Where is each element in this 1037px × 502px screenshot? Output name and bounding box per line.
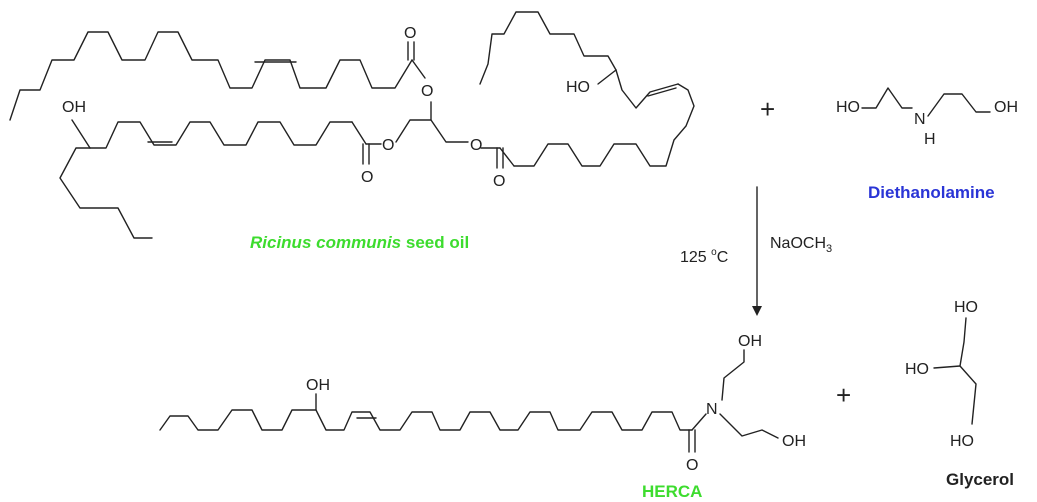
left-ester-carbonyl-o: O: [361, 169, 373, 186]
right-ester-c-chain: [499, 147, 515, 167]
dea-n: N: [914, 111, 926, 128]
right-chain-alkene-segment: [615, 69, 679, 109]
left-ester-c-chain: [351, 121, 367, 145]
right-chain-c-oh: [597, 69, 617, 85]
middle-chain-c-oh: [71, 119, 91, 149]
seed-oil-label: Ricinus communis seed oil: [250, 233, 469, 252]
top-ester-o: O: [421, 83, 433, 100]
glycerol-structure: HO HO HO Glycerol: [905, 299, 1014, 489]
right-chain-oh: HO: [566, 79, 590, 96]
glycerol-label: Glycerol: [946, 470, 1014, 489]
left-ester-o: O: [382, 137, 394, 154]
triglyceride-structure: O O O O O OH O HO: [9, 11, 695, 252]
herca-upper-oh: OH: [738, 333, 762, 350]
herca-n: N: [706, 401, 718, 418]
temperature-label: 125 oC: [680, 247, 728, 266]
dea-right-arm: [927, 93, 991, 117]
diethanolamine-structure: HO N H OH Diethanolamine: [836, 87, 1018, 202]
temperature-unit: C: [717, 249, 729, 266]
top-ester-carbonyl-o: O: [404, 25, 416, 42]
right-chain-alkene-second-line: [647, 87, 677, 97]
herca-c-n: [691, 413, 707, 431]
dea-left-arm: [861, 87, 913, 109]
right-ester-o: O: [470, 137, 482, 154]
catalyst-subscript: 3: [826, 243, 832, 255]
temperature-degree: o: [711, 247, 717, 258]
middle-acyl-chain: [89, 121, 353, 149]
herca-lower-oh: OH: [782, 433, 806, 450]
glycerol-top-ho: HO: [954, 299, 978, 316]
herca-lower-hydroxyethyl: [719, 413, 779, 439]
glycerol-middle-ho: HO: [905, 361, 929, 378]
seed-oil-label-rest: seed oil: [401, 233, 469, 252]
catalyst-label: NaOCH3: [770, 235, 832, 255]
right-ester-carbonyl-o: O: [493, 173, 505, 190]
glycerol-c2-oh: [933, 365, 961, 369]
herca-upper-hydroxyethyl: [721, 349, 745, 401]
seed-oil-label-italic: Ricinus communis: [250, 233, 401, 252]
middle-chain-hexyl-tail: [59, 147, 153, 239]
right-acyl-chain: [513, 83, 695, 167]
top-ester-co-single: [411, 59, 426, 79]
catalyst-main: NaOCH: [770, 235, 826, 252]
top-acyl-chain: [9, 31, 413, 121]
herca-label: HERCA: [642, 482, 702, 501]
herca-oh: OH: [306, 377, 330, 394]
dea-left-ho: HO: [836, 99, 860, 116]
herca-structure: OH O N OH OH HERCA: [159, 333, 806, 501]
herca-carbonyl-o: O: [686, 457, 698, 474]
glycerol-chain: [959, 317, 977, 425]
dea-h: H: [924, 131, 936, 148]
temperature-value: 125: [680, 249, 711, 266]
plus-sign-top: +: [760, 94, 775, 124]
herca-main-chain: [159, 409, 693, 431]
dea-right-oh: OH: [994, 99, 1018, 116]
right-chain-hexyl-tail: [479, 11, 617, 85]
plus-sign-bottom: +: [836, 380, 851, 410]
middle-chain-oh: OH: [62, 99, 86, 116]
glycerol-backbone: [395, 119, 469, 143]
diethanolamine-label: Diethanolamine: [868, 183, 995, 202]
glycerol-bottom-ho: HO: [950, 433, 974, 450]
